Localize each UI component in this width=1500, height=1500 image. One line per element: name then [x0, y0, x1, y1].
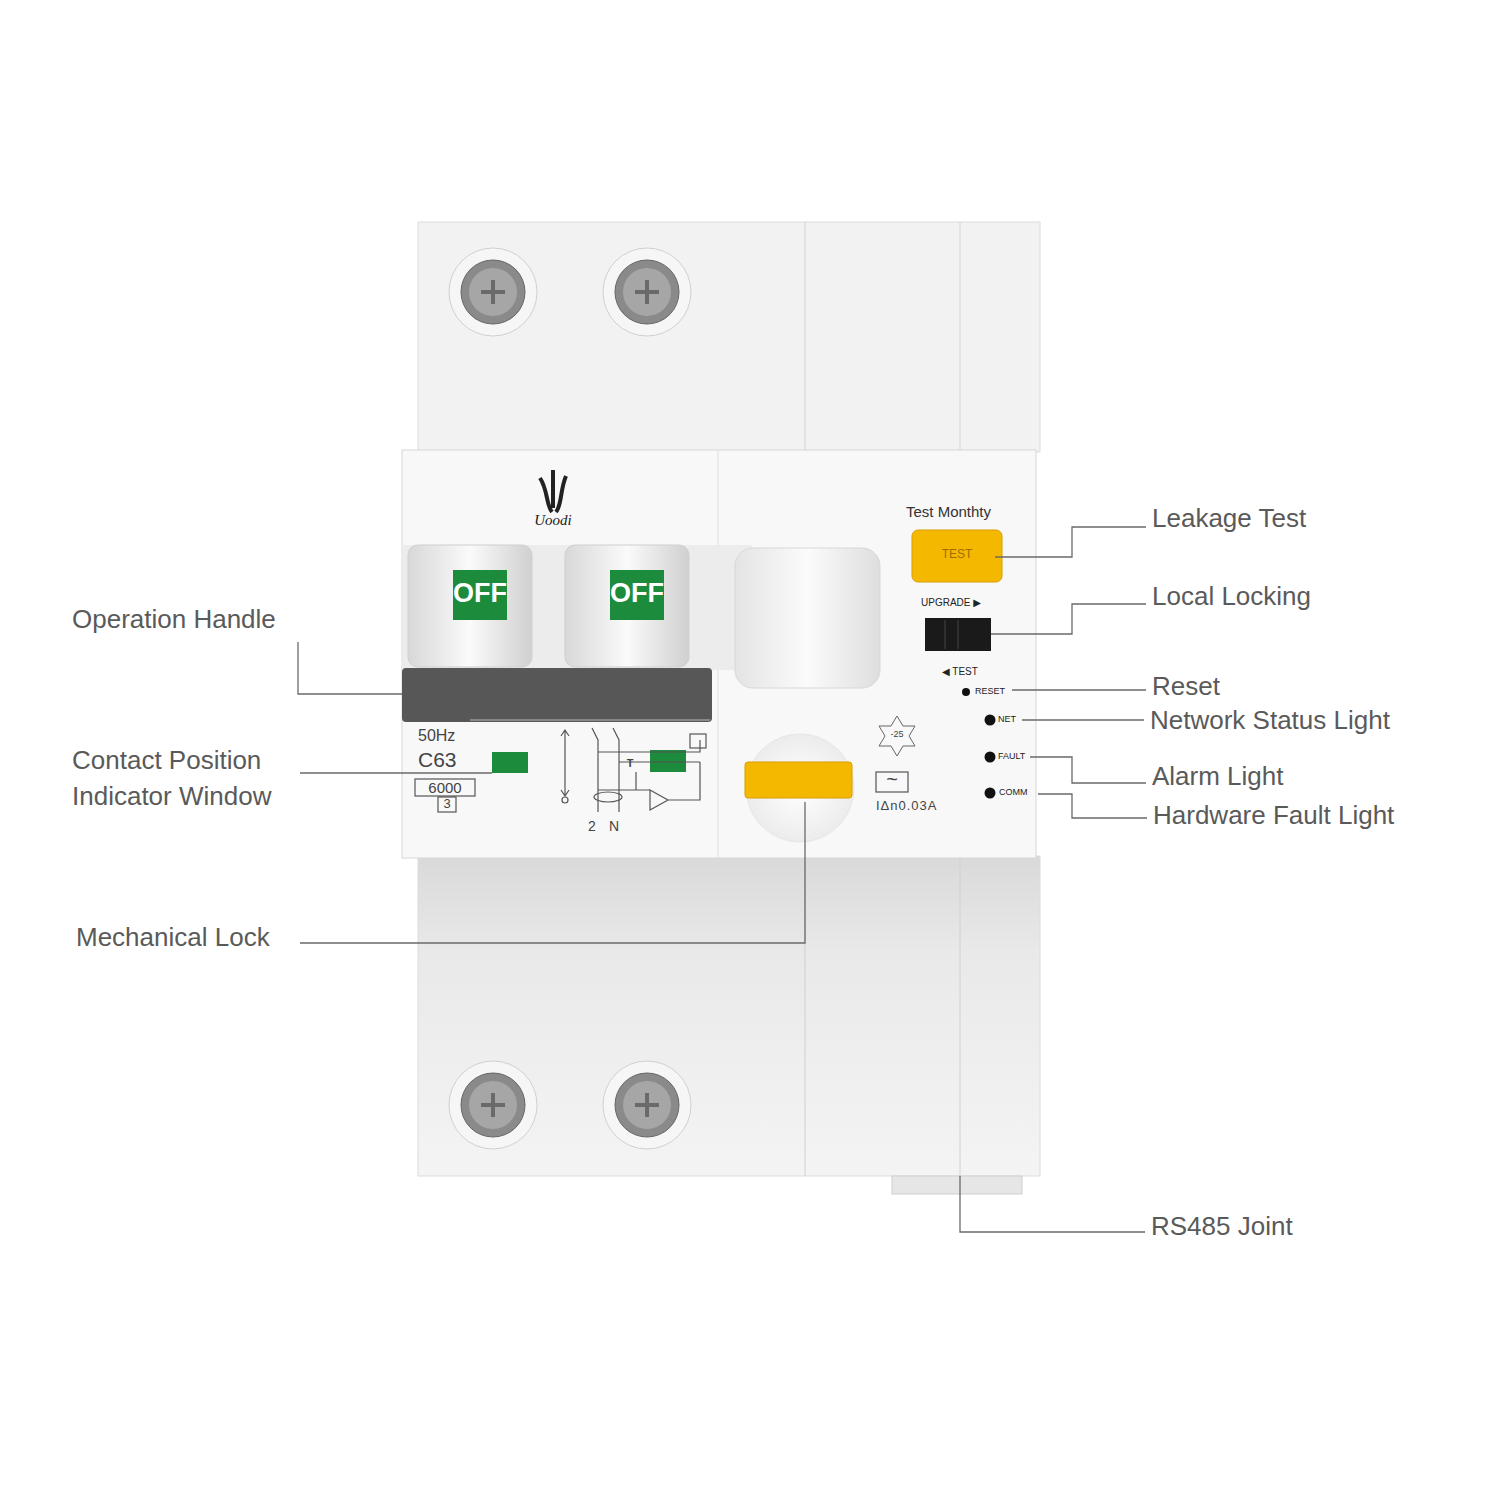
led-label: RESET: [975, 686, 1005, 696]
rating-text: 3: [443, 797, 450, 812]
switch-label: ◀ TEST: [942, 666, 978, 678]
rating-text: C63: [418, 748, 457, 772]
terminal-label: N: [609, 818, 619, 834]
rating-text: 50Hz: [418, 727, 455, 745]
rating-text: 6000: [428, 779, 461, 796]
terminal-label: 2: [588, 818, 596, 834]
rating-text: IΔn0.03A: [876, 799, 938, 814]
callout-label: Network Status Light: [1150, 706, 1390, 736]
callout-label: Alarm Light: [1152, 762, 1284, 792]
handle-state: OFF: [453, 578, 507, 609]
callout-label: Local Locking: [1152, 582, 1311, 612]
callout-label: Reset: [1152, 672, 1220, 702]
brand-name: Uoodi: [534, 512, 572, 529]
button-caption: Test Monthty: [906, 503, 991, 520]
led-label: FAULT: [998, 751, 1025, 761]
circuit-symbol: [561, 728, 706, 812]
callout-label: Mechanical Lock: [76, 923, 270, 953]
leader-line: [298, 527, 1147, 1232]
temperature-mark: -25: [890, 729, 903, 739]
callout-label: Contact Position Indicator Window: [72, 742, 312, 814]
ac-symbol: ~: [886, 768, 898, 791]
handle-state: OFF: [610, 578, 664, 609]
led-label: NET: [998, 714, 1016, 724]
callout-label: Hardware Fault Light: [1153, 801, 1394, 831]
schematic-label: T: [627, 757, 634, 770]
led-label: COMM: [999, 787, 1028, 797]
callout-label: RS485 Joint: [1151, 1212, 1293, 1242]
callout-label: Operation Handle: [72, 605, 276, 635]
switch-label: UPGRADE ▶: [921, 597, 981, 609]
button-text: TEST: [942, 548, 973, 562]
callout-label: Leakage Test: [1152, 504, 1306, 534]
